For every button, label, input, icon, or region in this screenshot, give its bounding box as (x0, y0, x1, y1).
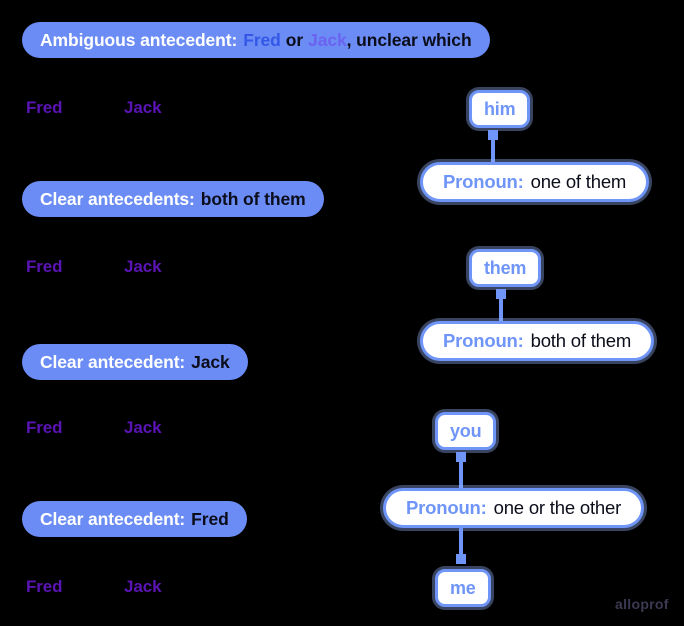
banner-lead-text: Ambiguous antecedent: (40, 29, 238, 50)
banner-clear-antecedents-both: Clear antecedents: both of them (22, 181, 324, 217)
connector-nub-icon (488, 130, 498, 140)
pronoun-label: Pronoun: (443, 330, 524, 351)
person-row-4: Fred Jack (26, 577, 162, 597)
person-label-jack: Jack (124, 418, 162, 437)
person-label-jack: Jack (124, 577, 162, 596)
connector-nub-icon (456, 554, 466, 564)
node-label: you (450, 420, 482, 441)
person-row-3: Fred Jack (26, 418, 162, 438)
connector-pronoun-to-me (456, 528, 466, 564)
pronoun-value: both of them (530, 330, 632, 351)
node-label: them (484, 257, 527, 278)
pronoun-value: one of them (530, 171, 627, 192)
node-pronoun-him: him (469, 90, 531, 128)
person-label-jack: Jack (124, 257, 162, 276)
connector-them-to-pronoun (496, 289, 506, 321)
connector-him-to-pronoun (488, 130, 498, 162)
pronoun-label: Pronoun: (406, 497, 487, 518)
banner-value-text: Fred (191, 508, 229, 529)
banner-lead-text: Clear antecedent: (40, 351, 186, 372)
pronoun-pill-one-of-them: Pronoun: one of them (420, 162, 650, 202)
node-label: me (450, 577, 476, 598)
person-label-fred: Fred (26, 418, 63, 437)
banner-name-fred: Fred (243, 29, 281, 50)
connector-you-to-pronoun (456, 452, 466, 488)
person-label-jack: Jack (124, 98, 162, 117)
pronoun-value: one or the other (493, 497, 622, 518)
pronoun-label: Pronoun: (443, 171, 524, 192)
node-label: him (484, 98, 516, 119)
banner-tail-text: , unclear which (346, 29, 472, 50)
pronoun-pill-one-or-the-other: Pronoun: one or the other (383, 488, 645, 528)
connector-nub-icon (496, 289, 506, 299)
node-pronoun-them: them (469, 249, 542, 287)
banner-clear-antecedent-fred: Clear antecedent: Fred (22, 501, 247, 537)
pronoun-pill-both-of-them: Pronoun: both of them (420, 321, 655, 361)
person-label-fred: Fred (26, 98, 63, 117)
banner-name-jack: Jack (308, 29, 347, 50)
node-pronoun-you: you (435, 412, 497, 450)
banner-conjunction: or (285, 29, 304, 50)
person-row-2: Fred Jack (26, 257, 162, 277)
banner-lead-text: Clear antecedents: (40, 188, 195, 209)
banner-value-text: both of them (200, 188, 306, 209)
alloprof-watermark: alloprof (615, 596, 669, 612)
banner-lead-text: Clear antecedent: (40, 508, 186, 529)
connector-nub-icon (456, 452, 466, 462)
node-pronoun-me: me (435, 569, 491, 607)
person-label-fred: Fred (26, 257, 63, 276)
person-row-1: Fred Jack (26, 98, 162, 118)
banner-ambiguous-antecedent: Ambiguous antecedent: Fred or Jack , unc… (22, 22, 490, 58)
person-label-fred: Fred (26, 577, 63, 596)
banner-value-text: Jack (191, 351, 230, 372)
banner-clear-antecedent-jack: Clear antecedent: Jack (22, 344, 248, 380)
